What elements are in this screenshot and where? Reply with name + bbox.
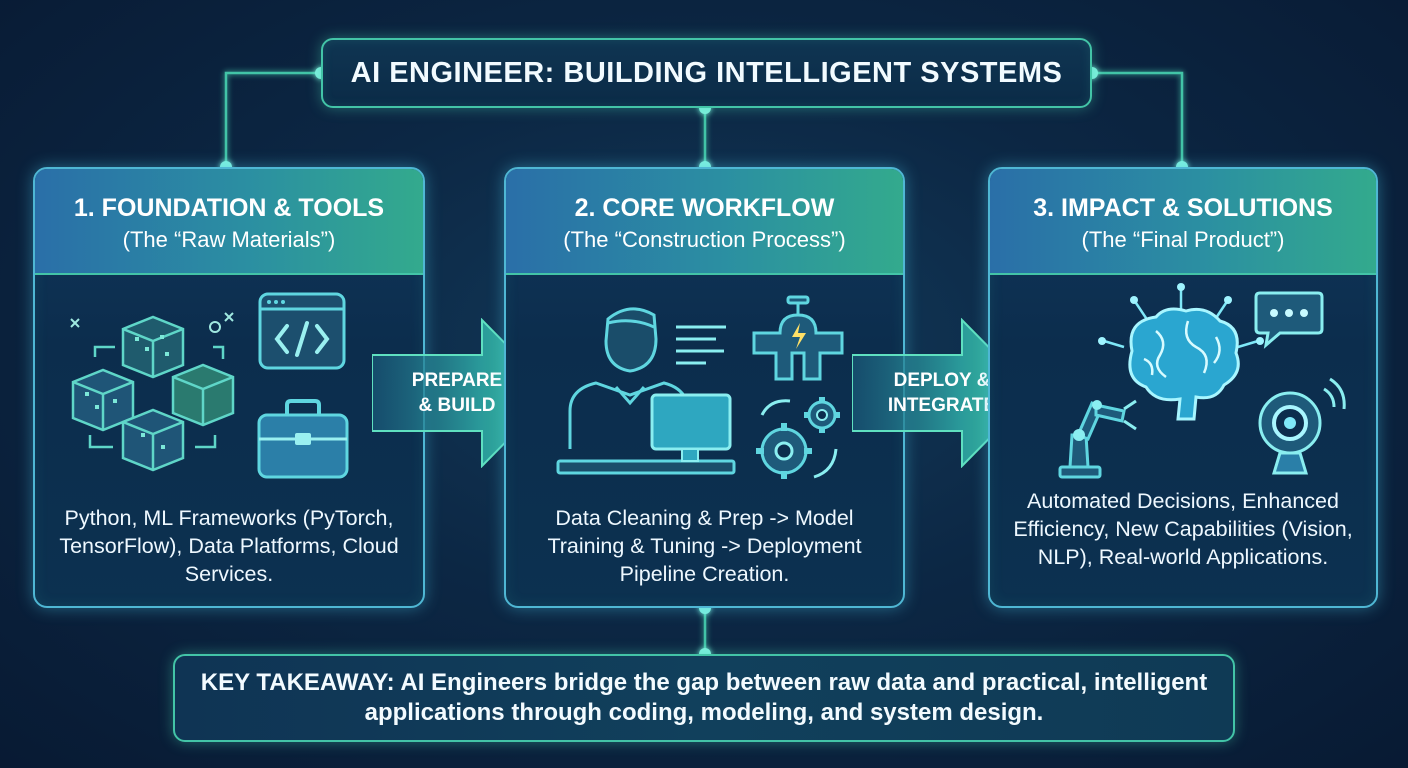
panel-title: 3. IMPACT & SOLUTIONS: [1033, 193, 1333, 222]
toolbox-icon: [257, 399, 349, 479]
connector-title-right: [1092, 71, 1184, 167]
panel-foundation-tools: 1. FOUNDATION & TOOLS (The “Raw Material…: [33, 167, 425, 608]
key-takeaway-box: KEY TAKEAWAY: AI Engineers bridge the ga…: [173, 654, 1235, 742]
engineer-at-computer-icon: [556, 307, 736, 475]
panel-subtitle: (The “Construction Process”): [563, 226, 846, 252]
code-window-icon: [258, 292, 346, 370]
brain-icon: [1098, 283, 1264, 421]
data-cubes-icon: [70, 312, 235, 472]
panel-core-workflow: 2. CORE WORKFLOW (The “Construction Proc…: [504, 167, 905, 608]
panel-subtitle: (The “Final Product”): [1081, 226, 1285, 252]
panel-header: 2. CORE WORKFLOW (The “Construction Proc…: [506, 169, 903, 275]
panel-header: 1. FOUNDATION & TOOLS (The “Raw Material…: [35, 169, 423, 275]
diagram-title-text: AI ENGINEER: BUILDING INTELLIGENT SYSTEM…: [350, 56, 1063, 89]
connector-title-left: [224, 71, 321, 167]
arrow-label-line: & BUILD: [418, 395, 496, 416]
arrow-label-prepare-build: PREPARE & BUILD: [394, 368, 520, 418]
arrow-label-line: DEPLOY &: [893, 370, 991, 391]
arrow-label-line: INTEGRATE: [887, 395, 997, 416]
key-takeaway-text: KEY TAKEAWAY: AI Engineers bridge the ga…: [200, 669, 1208, 726]
chat-bubble-icon: [1254, 291, 1324, 349]
panel-title: 1. FOUNDATION & TOOLS: [73, 193, 385, 222]
panel-description: Data Cleaning & Prep -> Model Training &…: [547, 506, 862, 586]
arrow-label-line: PREPARE: [411, 370, 503, 391]
pipeline-valve-icon: [752, 295, 844, 381]
panel-description: Automated Decisions, Enhanced Efficiency…: [1013, 489, 1353, 569]
panel-impact-solutions: 3. IMPACT & SOLUTIONS (The “Final Produc…: [988, 167, 1378, 608]
panel-title: 2. CORE WORKFLOW: [574, 193, 835, 222]
diagram-title: AI ENGINEER: BUILDING INTELLIGENT SYSTEM…: [321, 38, 1092, 108]
panel-description: Python, ML Frameworks (PyTorch, TensorFl…: [59, 506, 399, 586]
robot-arm-icon: [1058, 399, 1137, 479]
arrow-label-deploy-integrate: DEPLOY & INTEGRATE: [872, 368, 1012, 418]
gears-icon: [756, 397, 840, 479]
camera-icon: [1258, 377, 1346, 475]
panel-subtitle: (The “Raw Materials”): [122, 226, 336, 252]
panel-header: 3. IMPACT & SOLUTIONS (The “Final Produc…: [990, 169, 1376, 275]
